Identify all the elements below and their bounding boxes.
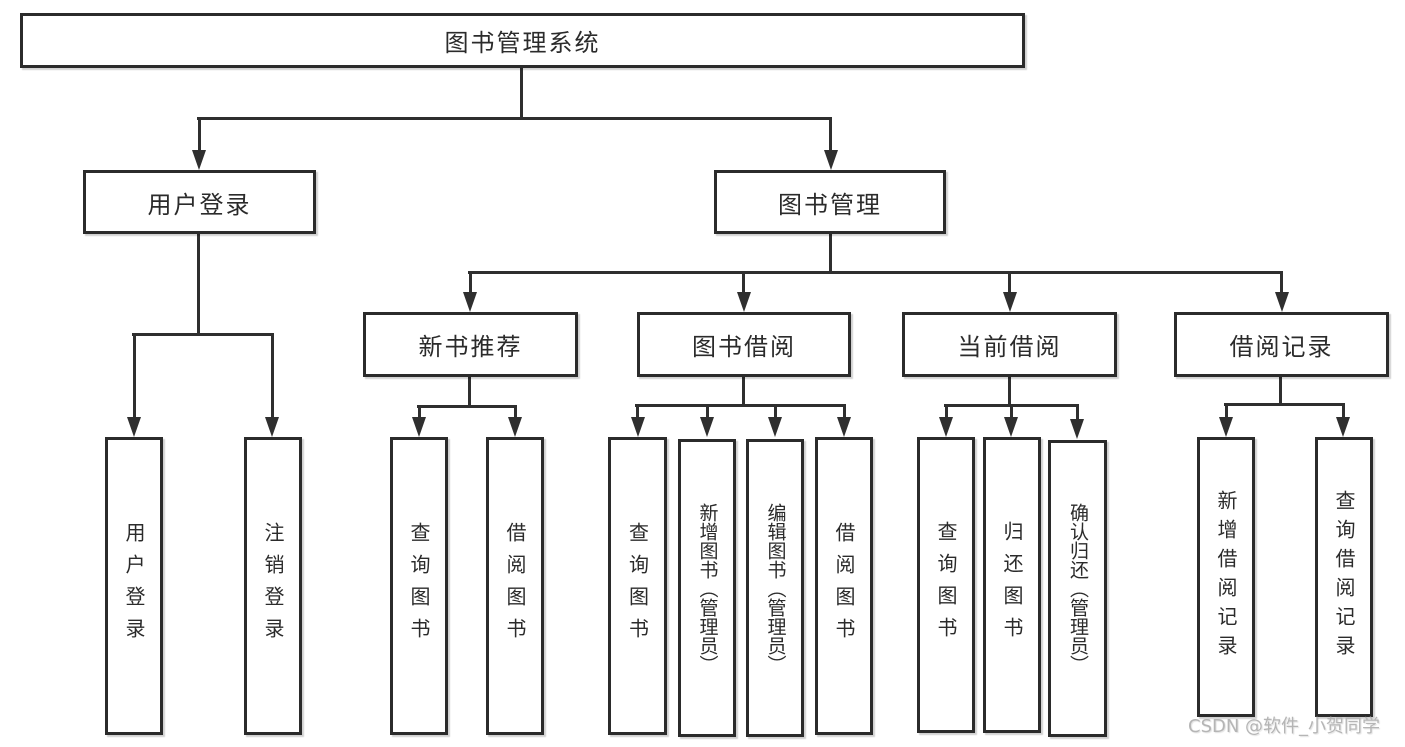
connector-level2-rail [197,117,831,120]
arrow-down-icon [768,417,782,437]
leaf-bb-borrow-books: 借阅图书 [815,437,873,735]
arrow-down-icon [737,292,751,312]
leaf-br-add-record: 新增借阅记录 [1197,437,1255,717]
node-borrow-records: 借阅记录 [1174,312,1389,377]
connector-stem-cb-return [1010,404,1013,419]
node-new-book-rec-label: 新书推荐 [418,333,523,361]
node-root-label: 图书管理系统 [444,29,601,57]
connector-book-borrow-stem [742,377,745,406]
connector-stem-ul-logout [271,333,274,419]
connector-stem-cb-query [945,404,948,419]
leaf-bb-add-books: 新增图书（管理员） [678,439,736,737]
arrow-down-icon [508,417,522,437]
arrow-down-icon [1336,417,1350,437]
leaf-cb-query-books: 查询图书 [917,437,975,733]
connector-stem-bb-add [706,404,709,419]
node-user-login: 用户登录 [83,170,316,234]
connector-stem-br-add [1225,403,1228,419]
node-borrow-records-label: 借阅记录 [1229,333,1334,361]
connector-stem-cb-confirm [1076,404,1079,419]
watermark: CSDN @软件_小贺同学 [1188,716,1381,737]
node-current-borrow-label: 当前借阅 [957,333,1062,361]
arrow-down-icon [1219,417,1233,437]
leaf-br-query-record: 查询借阅记录 [1315,437,1373,717]
node-new-book-rec: 新书推荐 [363,312,578,377]
leaf-bb-query-books-label: 查询图书 [625,522,650,650]
connector-stem-book-mgmt [829,117,832,152]
leaf-cb-confirm-return-label: 确认归还（管理员） [1067,503,1089,674]
connector-current-borrow-stem [1008,377,1011,406]
arrow-down-icon [127,417,141,437]
connector-stem-new-book [469,271,472,294]
connector-borrow-records-stem [1279,377,1282,405]
connector-root-stem [520,68,523,118]
node-root: 图书管理系统 [20,13,1025,68]
leaf-bb-edit-books: 编辑图书（管理员） [746,439,804,737]
node-book-mgmt: 图书管理 [714,170,946,234]
leaf-logout-login: 注销登录 [244,437,302,735]
node-user-login-label: 用户登录 [147,190,252,219]
leaf-nb-query-books-label: 查询图书 [407,522,431,650]
arrow-down-icon [412,417,426,437]
arrow-down-icon [1004,417,1018,437]
connector-borrow-records-rail [1224,403,1345,406]
leaf-bb-borrow-books-label: 借阅图书 [832,522,856,650]
connector-stem-bb-edit [774,404,777,419]
node-book-mgmt-label: 图书管理 [778,190,882,219]
leaf-bb-query-books: 查询图书 [608,437,667,735]
arrow-down-icon [837,417,851,437]
leaf-bb-edit-books-label: 编辑图书（管理员） [764,502,787,674]
connector-stem-user-login [198,117,201,152]
arrow-down-icon [939,417,953,437]
connector-user-login-stem [197,234,200,335]
node-book-borrow-label: 图书借阅 [692,333,796,361]
arrow-down-icon [631,417,645,437]
leaf-user-login-label: 用户登录 [122,522,146,650]
arrow-down-icon [1003,292,1017,312]
leaf-logout-login-label: 注销登录 [261,522,285,650]
leaf-cb-return-books: 归还图书 [983,437,1041,733]
connector-user-login-rail [132,333,274,336]
connector-stem-bb-query [636,404,639,419]
connector-book-borrow-rail [635,404,846,407]
connector-stem-ul-login [133,333,136,419]
arrow-down-icon [1275,292,1289,312]
connector-new-book-stem [468,377,471,407]
node-current-borrow: 当前借阅 [902,312,1117,377]
leaf-nb-query-books: 查询图书 [390,437,448,735]
leaf-br-query-record-label: 查询借阅记录 [1332,490,1356,664]
leaf-cb-return-books-label: 归还图书 [1000,521,1024,649]
leaf-cb-confirm-return: 确认归还（管理员） [1048,440,1107,737]
connector-book-mgmt-stem [829,234,832,273]
connector-level3-rail [468,271,1282,274]
connector-stem-bb-borrow [843,404,846,419]
arrow-down-icon [824,150,838,170]
arrow-down-icon [265,417,279,437]
arrow-down-icon [463,292,477,312]
connector-stem-book-borrow [742,271,745,294]
leaf-nb-borrow-books: 借阅图书 [486,437,544,735]
arrow-down-icon [1070,419,1084,439]
leaf-cb-query-books-label: 查询图书 [934,521,958,649]
connector-new-book-rail [417,405,517,408]
arrow-down-icon [700,417,714,437]
leaf-bb-add-books-label: 新增图书（管理员） [696,502,719,674]
leaf-user-login: 用户登录 [105,437,163,735]
connector-stem-br-query [1342,403,1345,419]
connector-stem-nb-borrow [514,405,517,419]
connector-stem-nb-query [418,405,421,419]
arrow-down-icon [192,150,206,170]
leaf-br-add-record-label: 新增借阅记录 [1214,490,1238,664]
connector-stem-current-borrow [1008,271,1011,294]
node-book-borrow: 图书借阅 [637,312,851,377]
leaf-nb-borrow-books-label: 借阅图书 [503,522,527,650]
connector-stem-borrow-records [1280,271,1283,294]
